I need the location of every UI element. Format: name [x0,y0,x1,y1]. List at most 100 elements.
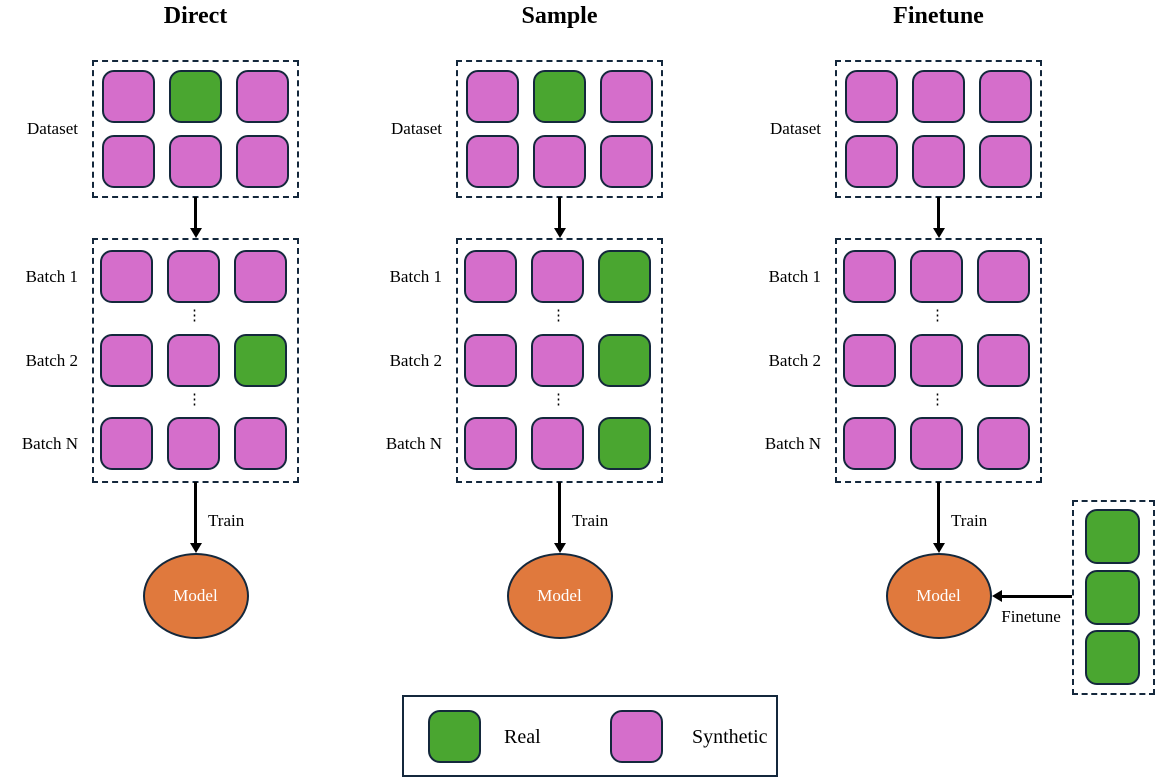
ellipsis-dots: ⋮ [551,308,567,324]
real-data-square [533,69,586,123]
finetune-data-grid [1074,502,1153,692]
arrow-head-icon [553,228,566,238]
synthetic-data-square [167,333,220,387]
ellipsis-dots: ⋮ [930,308,946,324]
batch-1-row [100,249,287,303]
arrow-head-icon [189,543,202,553]
ellipsis-dots: ⋮ [551,392,567,408]
real-data-square [169,69,222,123]
synthetic-data-square [979,134,1032,188]
column-sample: Sample Dataset Batch 1 Batch 2 Batch N ⋮… [386,0,663,781]
legend-label-real: Real [504,726,541,748]
arrow-head-icon [189,228,202,238]
dataset-label: Dataset [391,119,442,138]
dataset-label: Dataset [770,119,821,138]
train-label: Train [208,511,245,530]
synthetic-data-square [843,416,896,470]
dataset-to-batch-arrow [937,197,940,229]
synthetic-data-square [845,134,898,188]
column-title-finetune: Finetune [893,3,984,29]
train-label: Train [572,511,609,530]
synthetic-data-square [466,69,519,123]
batch-2-label: Batch 2 [25,351,78,370]
synthetic-data-square [466,134,519,188]
synthetic-data-square [979,69,1032,123]
synthetic-data-square [169,134,222,188]
synthetic-data-square [102,134,155,188]
synthetic-data-square [600,69,653,123]
synthetic-data-square [100,333,153,387]
dataset-box [456,60,663,198]
model-node: Model [142,553,249,639]
legend-swatch-real [428,710,481,763]
synthetic-data-square [531,416,584,470]
synthetic-data-square [464,333,517,387]
train-arrow [194,482,197,543]
dataset-grid [458,62,661,195]
batch-box: ⋮ ⋮ [456,238,663,483]
synthetic-data-square [843,333,896,387]
real-data-square [1085,569,1140,625]
synthetic-data-square [843,249,896,303]
synthetic-data-square [977,249,1030,303]
model-label: Model [916,586,961,605]
train-arrow [937,482,940,543]
arrow-head-icon [932,543,945,553]
synthetic-data-square [464,249,517,303]
batch-box: ⋮ ⋮ [92,238,299,483]
ellipsis-dots: ⋮ [930,392,946,408]
real-data-square [1085,509,1140,564]
batch-1-label: Batch 1 [25,267,78,286]
finetune-arrow-label: Finetune [1001,607,1061,626]
batch-1-row [843,249,1030,303]
model-label: Model [173,586,218,605]
arrow-head-left-icon [992,590,1002,602]
finetune-data-box [1072,500,1155,695]
legend-swatch-synthetic [610,710,663,763]
dataset-box [92,60,299,198]
train-arrow [558,482,561,543]
synthetic-data-square [912,134,965,188]
synthetic-data-square [910,333,963,387]
synthetic-data-square [533,134,586,188]
real-data-square [598,249,651,303]
batch-n-row [464,416,651,470]
synthetic-data-square [234,249,287,303]
batch-2-row [464,333,651,387]
batch-box: ⋮ ⋮ [835,238,1042,483]
batch-2-row [843,333,1030,387]
column-direct: Direct Dataset Batch 1 Batch 2 Batch N ⋮… [22,0,299,781]
dataset-label: Dataset [27,119,78,138]
synthetic-data-square [234,416,287,470]
column-title-direct: Direct [163,3,228,29]
column-finetune: Finetune Dataset Batch 1 Batch 2 Batch N… [765,0,1155,781]
train-label: Train [951,511,988,530]
synthetic-data-square [977,416,1030,470]
synthetic-data-square [977,333,1030,387]
arrow-head-icon [932,228,945,238]
synthetic-data-square [236,134,289,188]
real-data-square [1085,630,1140,685]
dataset-to-batch-arrow [194,197,197,229]
synthetic-data-square [102,69,155,123]
real-data-square [234,333,287,387]
synthetic-data-square [464,416,517,470]
synthetic-data-square [236,69,289,123]
synthetic-data-square [100,249,153,303]
dataset-grid [837,62,1040,195]
synthetic-data-square [912,69,965,123]
batch-1-label: Batch 1 [768,267,821,286]
real-data-square [598,416,651,470]
batch-n-row [843,416,1030,470]
ellipsis-dots: ⋮ [187,308,203,324]
dataset-to-batch-arrow [558,197,561,229]
model-node: Model [885,553,992,639]
column-title-sample: Sample [521,3,598,29]
batch-1-row [464,249,651,303]
legend: Real Synthetic [402,695,778,777]
model-label: Model [537,586,582,605]
synthetic-data-square [100,416,153,470]
synthetic-data-square [910,249,963,303]
batch-n-label: Batch N [21,434,78,453]
